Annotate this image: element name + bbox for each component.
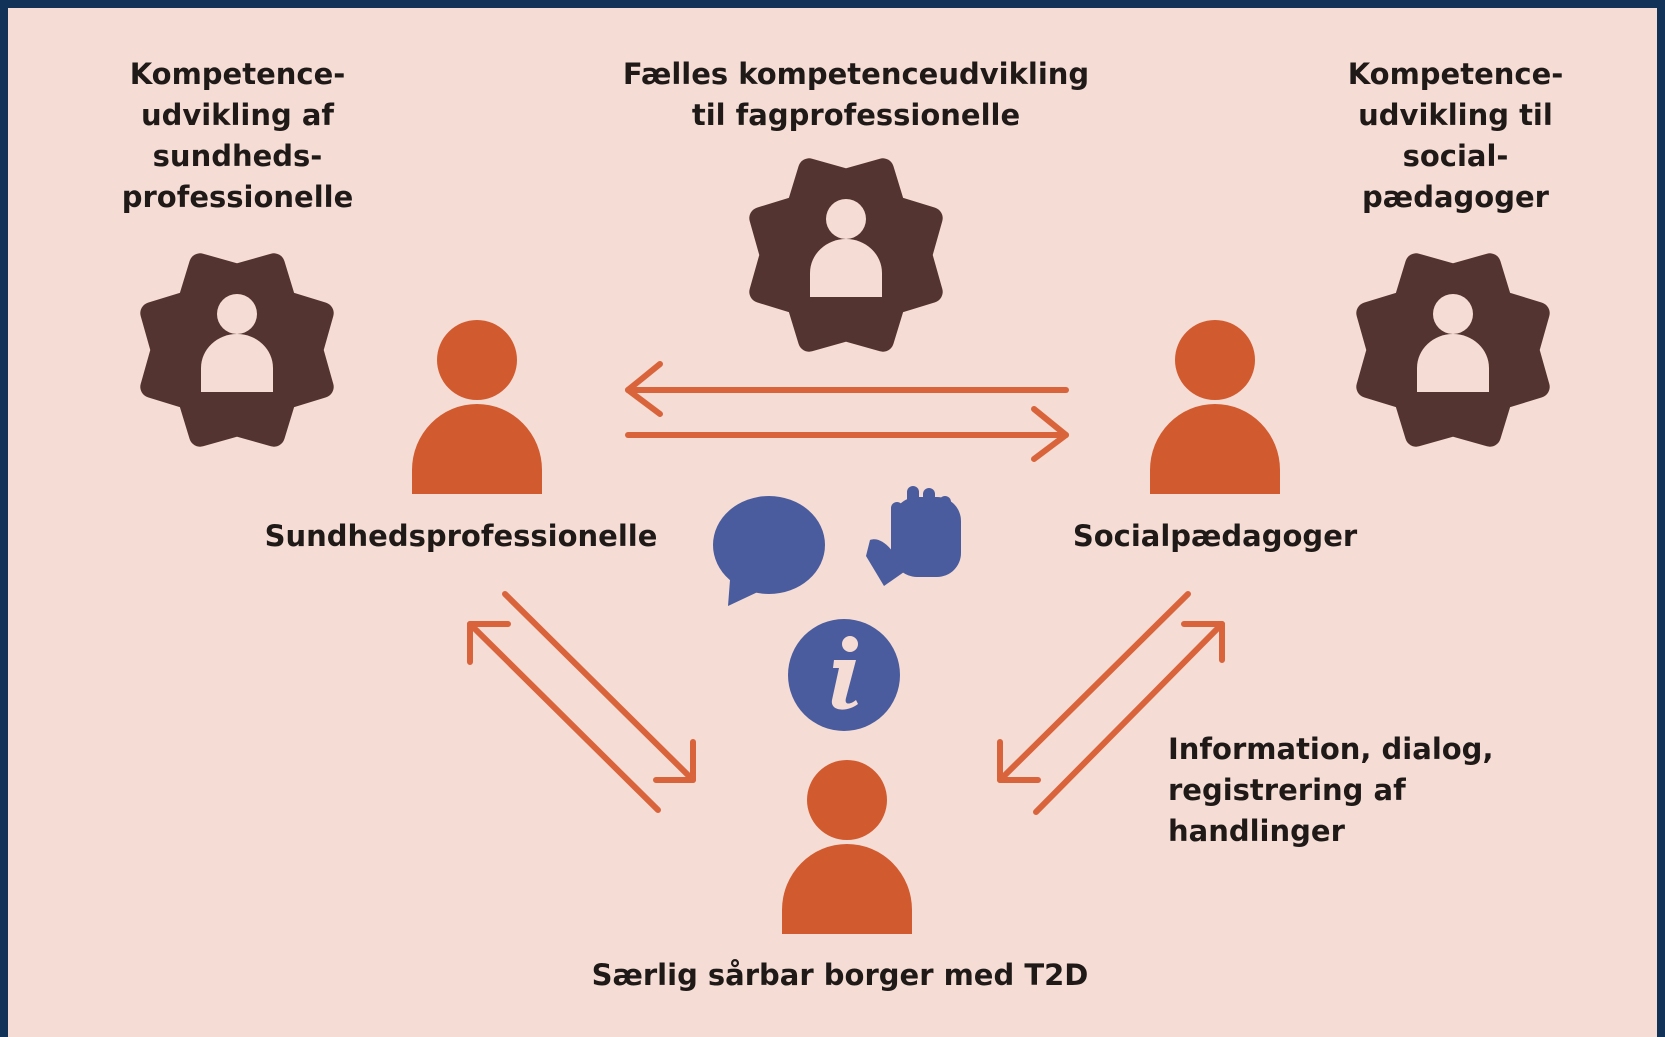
exchange-note-line: handlinger [1168, 814, 1345, 848]
exchange-note-line: Information, dialog, [1168, 732, 1494, 766]
exchange-note: Information, dialog, registrering af han… [1168, 729, 1528, 852]
person-icon-social-educators [1150, 320, 1280, 494]
node-label-health-professionals: Sundhedsprofessionelle [264, 519, 658, 553]
person-icon-health-professionals [412, 320, 542, 494]
exchange-note-line: registrering af [1168, 773, 1406, 807]
arrow-citizen-to-health [467, 621, 661, 813]
training-label-line: Kompetence- [1347, 57, 1564, 91]
training-label-social: Kompetence- udvikling til social- pædago… [1318, 54, 1593, 218]
training-label-line: social- [1402, 139, 1509, 173]
arrow-health-to-citizen [502, 591, 696, 783]
speech-bubble-icon [713, 496, 825, 606]
training-label-line: professionelle [121, 180, 354, 214]
gear-person-icon-center [760, 169, 931, 340]
training-label-shared: Fælles kompetenceudvikling til fagprofes… [596, 54, 1116, 136]
training-label-line: udvikling af [140, 98, 335, 132]
raised-hand-icon [866, 486, 961, 586]
person-icon-citizen [782, 760, 912, 934]
gear-person-icon-left [151, 264, 322, 435]
training-label-line: pædagoger [1362, 180, 1549, 214]
gear-person-icon-right [1367, 264, 1538, 435]
training-label-line: til fagprofessionelle [691, 98, 1021, 132]
training-label-line: Fælles kompetenceudvikling [622, 57, 1090, 91]
arrow-social-to-health [625, 361, 1069, 417]
arrow-social-to-citizen [997, 591, 1191, 783]
info-icon [788, 619, 900, 731]
arrow-health-to-social [625, 406, 1069, 462]
training-label-line: Kompetence- [129, 57, 346, 91]
arrow-citizen-to-social [1033, 621, 1225, 815]
training-label-line: sundheds- [152, 139, 323, 173]
node-label-citizen: Særlig sårbar borger med T2D [591, 958, 1089, 992]
training-label-line: udvikling til [1358, 98, 1553, 132]
node-label-social-educators: Socialpædagoger [1072, 519, 1358, 553]
training-label-health: Kompetence- udvikling af sundheds- profe… [100, 54, 375, 218]
